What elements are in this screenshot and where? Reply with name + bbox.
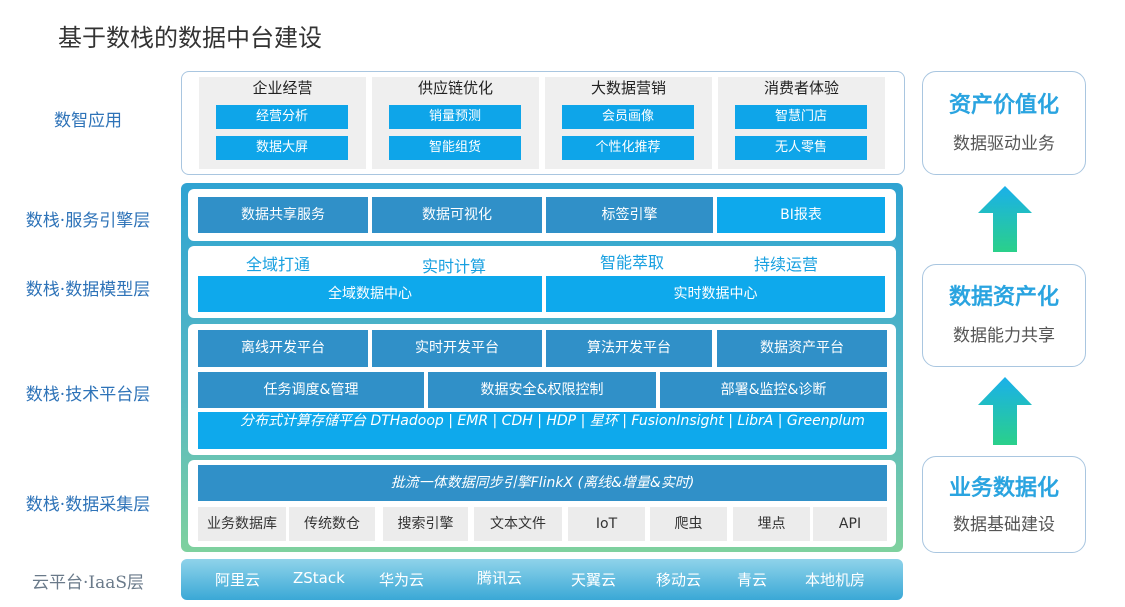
app-column-4: 消费者体验 智慧门店 无人零售 — [718, 77, 885, 169]
data-center-box: 实时数据中心 — [546, 276, 885, 312]
app-item: 经营分析 — [216, 105, 348, 129]
tech-platform-box: 实时开发平台 — [372, 330, 542, 367]
value-box-title: 业务数据化 — [948, 476, 1059, 501]
cloud-provider: 华为云 — [379, 571, 425, 589]
source-chip: 爬虫 — [650, 507, 727, 541]
app-item: 销量预测 — [389, 105, 521, 129]
value-box-asset-value: 资产价值化 数据驱动业务 — [922, 71, 1086, 175]
value-box-subtitle: 数据能力共享 — [953, 326, 1055, 346]
layer-label-tech: 数栈·技术平台层 — [25, 385, 151, 405]
app-column-title: 消费者体验 — [763, 79, 839, 97]
service-box: BI报表 — [717, 197, 885, 233]
source-chip: IoT — [568, 507, 645, 541]
app-column-title: 供应链优化 — [417, 79, 493, 97]
value-box-data-asset: 数据资产化 数据能力共享 — [922, 264, 1086, 367]
cloud-provider: 腾讯云 — [477, 569, 523, 587]
model-label: 持续运营 — [754, 255, 819, 274]
app-item: 数据大屏 — [216, 136, 348, 160]
tech-service-box: 数据安全&权限控制 — [428, 372, 656, 408]
app-layer: 企业经营 经营分析 数据大屏 供应链优化 销量预测 智能组货 大数据营销 会员画… — [181, 71, 905, 175]
tech-service-box: 任务调度&管理 — [198, 372, 424, 408]
app-item: 智能组货 — [389, 136, 521, 160]
tech-platform-box: 数据资产平台 — [717, 330, 887, 367]
collect-layer: 批流一体数据同步引擎FlinkX (离线&增量&实时) 业务数据库 传统数仓 搜… — [188, 460, 896, 547]
app-column-3: 大数据营销 会员画像 个性化推荐 — [545, 77, 712, 169]
source-chip: 文本文件 — [474, 507, 562, 541]
cloud-provider: 青云 — [737, 571, 768, 589]
datastack-frame: 数据共享服务 数据可视化 标签引擎 BI报表 全域打通 实时计算 智能萃取 持续… — [181, 183, 903, 552]
layer-label-app: 数智应用 — [54, 111, 122, 131]
storage-platform-box: 分布式计算存储平台 DTHadoop | EMR | CDH | HDP | 星… — [198, 412, 887, 449]
tech-platform-box: 算法开发平台 — [546, 330, 712, 367]
layer-label-service: 数栈·服务引擎层 — [25, 211, 151, 231]
tech-layer: 离线开发平台 实时开发平台 算法开发平台 数据资产平台 任务调度&管理 数据安全… — [188, 324, 896, 455]
service-layer: 数据共享服务 数据可视化 标签引擎 BI报表 — [188, 189, 896, 241]
value-box-title: 数据资产化 — [948, 285, 1059, 310]
value-box-subtitle: 数据基础建设 — [953, 515, 1055, 535]
cloud-provider: 移动云 — [656, 571, 702, 589]
cloud-layer: 阿里云 ZStack 华为云 腾讯云 天翼云 移动云 青云 本地机房 — [181, 559, 903, 600]
layer-label-cloud: 云平台·IaaS层 — [31, 573, 145, 593]
app-column-2: 供应链优化 销量预测 智能组货 — [372, 77, 539, 169]
cloud-provider: 阿里云 — [215, 571, 261, 589]
model-label: 实时计算 — [422, 257, 487, 276]
model-layer: 全域打通 实时计算 智能萃取 持续运营 全域数据中心 实时数据中心 — [188, 246, 896, 318]
value-box-business-data: 业务数据化 数据基础建设 — [922, 456, 1086, 553]
value-box-subtitle: 数据驱动业务 — [953, 134, 1055, 154]
cloud-provider: 天翼云 — [571, 571, 617, 589]
source-chip: 传统数仓 — [289, 507, 375, 541]
up-arrow-icon — [978, 377, 1032, 445]
sync-engine-box: 批流一体数据同步引擎FlinkX (离线&增量&实时) — [198, 465, 887, 501]
cloud-provider: ZStack — [293, 569, 345, 587]
app-item: 个性化推荐 — [562, 136, 694, 160]
page-title: 基于数栈的数据中台建设 — [58, 24, 322, 52]
app-column-title: 大数据营销 — [590, 79, 666, 97]
tech-service-box: 部署&监控&诊断 — [660, 372, 887, 408]
service-box: 数据共享服务 — [198, 197, 368, 233]
app-column-title: 企业经营 — [252, 79, 313, 97]
layer-label-collect: 数栈·数据采集层 — [25, 495, 151, 515]
app-column-1: 企业经营 经营分析 数据大屏 — [199, 77, 366, 169]
app-item: 智慧门店 — [735, 105, 867, 129]
up-arrow-icon — [978, 186, 1032, 252]
model-label: 全域打通 — [246, 255, 311, 274]
value-box-title: 资产价值化 — [948, 93, 1059, 118]
app-item: 无人零售 — [735, 136, 867, 160]
layer-label-model: 数栈·数据模型层 — [25, 280, 151, 300]
source-chip: 埋点 — [733, 507, 810, 541]
app-item: 会员画像 — [562, 105, 694, 129]
source-chip: 搜索引擎 — [383, 507, 468, 541]
tech-platform-box: 离线开发平台 — [198, 330, 368, 367]
service-box: 数据可视化 — [372, 197, 542, 233]
data-center-box: 全域数据中心 — [198, 276, 542, 312]
service-box: 标签引擎 — [546, 197, 713, 233]
model-label: 智能萃取 — [600, 253, 665, 272]
cloud-provider: 本地机房 — [805, 571, 866, 589]
source-chip: 业务数据库 — [198, 507, 286, 541]
source-chip: API — [813, 507, 887, 541]
